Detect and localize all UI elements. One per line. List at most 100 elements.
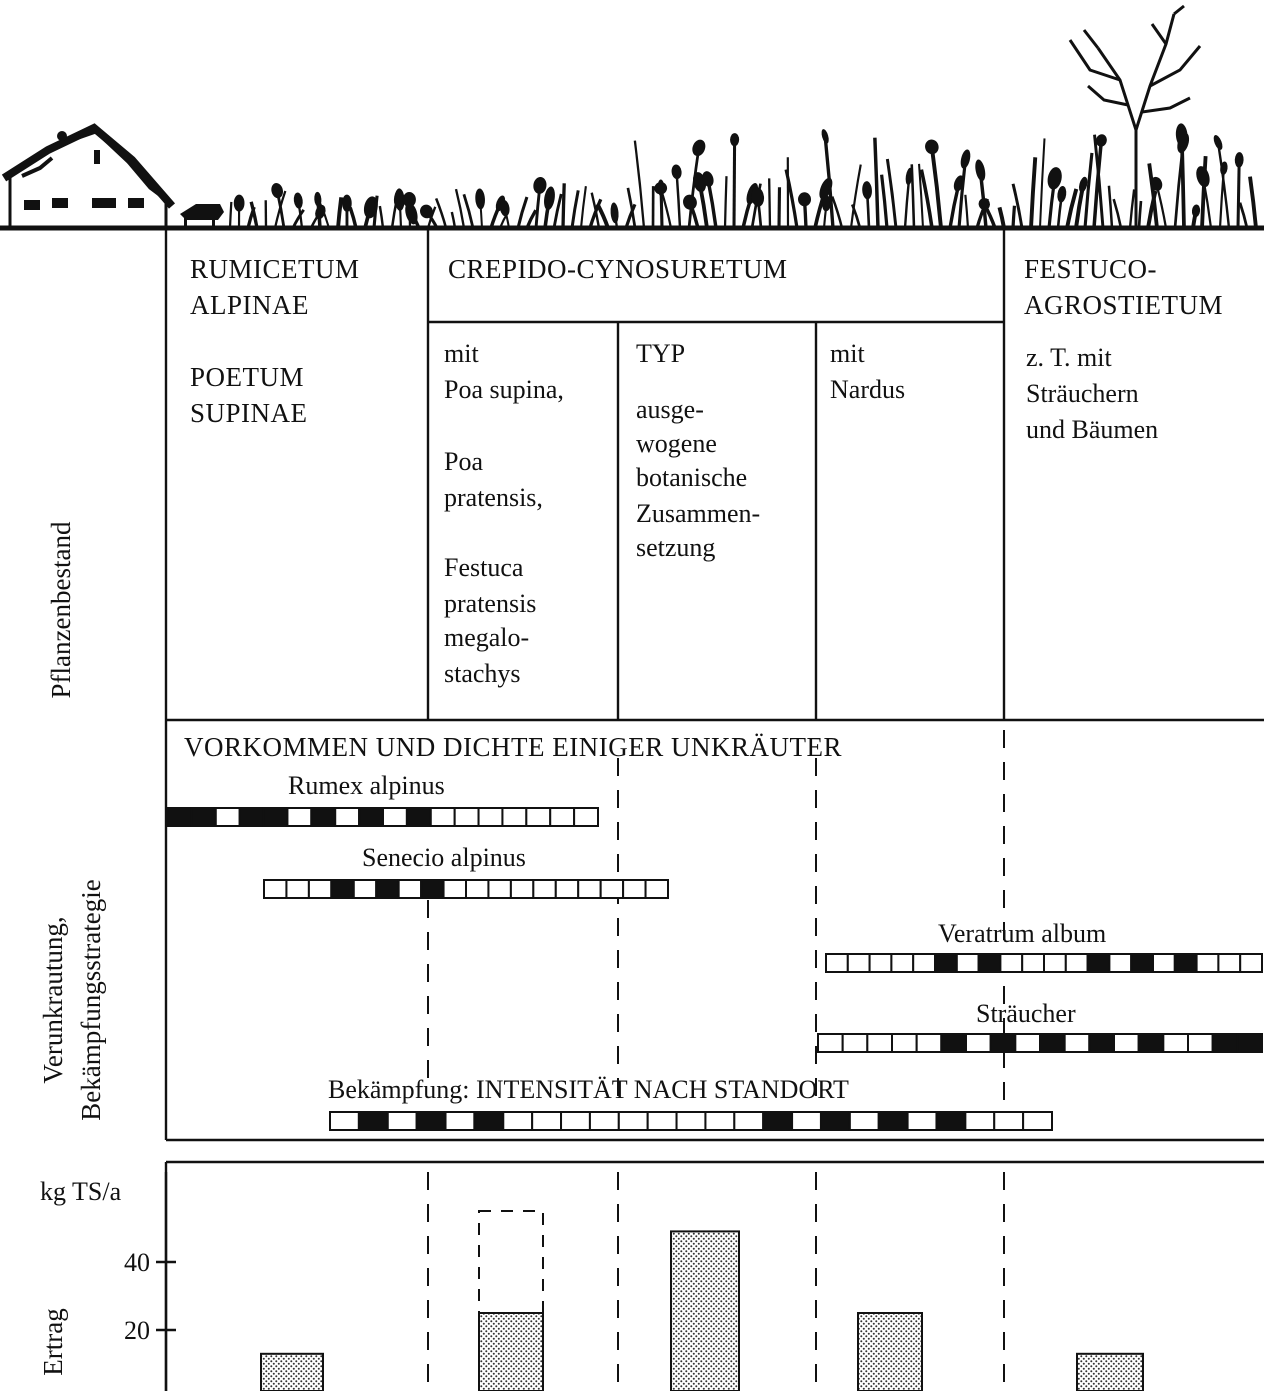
plant-head xyxy=(975,159,986,182)
control-segment xyxy=(993,1111,1025,1131)
plant-stem xyxy=(626,187,637,229)
straeucher-segment xyxy=(1039,1033,1066,1053)
senecio-segment xyxy=(577,879,602,899)
plant-head xyxy=(692,139,706,157)
senecio-segment xyxy=(307,879,333,899)
straeucher-segment xyxy=(1211,1033,1239,1053)
straeucher-segment xyxy=(915,1033,943,1053)
rumex-segment xyxy=(501,807,528,827)
column-festuco: FESTUCO- AGROSTIETUM z. T. mit Sträucher… xyxy=(1024,254,1223,444)
plant-stem xyxy=(768,178,772,229)
veratrum-segment xyxy=(868,953,893,973)
rumex-segment xyxy=(286,807,313,827)
veratrum-segment xyxy=(912,953,937,973)
control-segment xyxy=(560,1111,591,1131)
control-segment xyxy=(386,1111,418,1131)
weed-label-straeucher: Sträucher xyxy=(976,999,1076,1028)
straeucher-segment xyxy=(1088,1033,1116,1053)
plant-head xyxy=(925,139,939,155)
control-segment xyxy=(357,1111,389,1131)
typ-line: ausge- xyxy=(636,395,704,424)
plant-stem xyxy=(434,197,448,229)
control-segment xyxy=(762,1111,794,1131)
typ-line: botanische xyxy=(636,463,747,492)
yield-bar xyxy=(478,1312,544,1391)
control-bar xyxy=(329,1111,1053,1131)
straeucher-segment xyxy=(1162,1033,1190,1053)
weed-bar-senecio xyxy=(263,879,669,899)
chalet-icon xyxy=(1,123,176,230)
senecio-segment xyxy=(599,879,625,899)
control-segment xyxy=(791,1111,822,1131)
senecio-segment xyxy=(375,879,400,899)
landscape-illustration xyxy=(0,4,1264,231)
control-segment xyxy=(329,1111,360,1131)
straeucher-segment xyxy=(891,1033,918,1053)
veratrum-segment xyxy=(934,953,958,973)
plant-head xyxy=(1047,167,1062,190)
plant-stem xyxy=(964,194,970,229)
plant-head xyxy=(730,133,740,147)
control-segment xyxy=(588,1111,620,1131)
plant-stem xyxy=(919,169,934,229)
plant-head xyxy=(1213,135,1223,150)
control-segment xyxy=(906,1111,938,1131)
typ-line: setzung xyxy=(636,533,715,562)
rumex-segment xyxy=(190,807,217,827)
plant-head xyxy=(314,191,322,207)
senecio-segment xyxy=(465,879,490,899)
senecio-segment xyxy=(330,879,355,899)
control-segment xyxy=(675,1111,707,1131)
sub-column-typ: TYP ausge- wogene botanische Zusammen- s… xyxy=(636,339,760,562)
rumex-segment xyxy=(477,807,504,827)
plant-head xyxy=(960,149,971,169)
poa-line: megalo- xyxy=(444,623,529,652)
row-label-pflanzenbestand: Pflanzenbestand xyxy=(46,521,76,698)
plant-head xyxy=(1079,176,1088,193)
vegetation-strip xyxy=(228,123,1258,229)
plant-stem xyxy=(228,201,233,229)
plant-stem xyxy=(929,146,943,229)
plant-head xyxy=(1057,186,1067,203)
sub-column-poa: mit Poa supina, Poa pratensis, Festuca p… xyxy=(444,339,564,688)
festuco-title-1: FESTUCO- xyxy=(1024,254,1157,284)
senecio-segment xyxy=(352,879,378,899)
plant-stem xyxy=(849,164,862,229)
veratrum-segment xyxy=(846,953,871,973)
control-segment xyxy=(704,1111,736,1131)
control-label: Bekämpfung: INTENSITÄT NACH STANDORT xyxy=(328,1075,849,1104)
straeucher-segment xyxy=(841,1033,869,1053)
veratrum-segment xyxy=(1152,953,1176,973)
plant-stem xyxy=(880,174,889,229)
plant-stem xyxy=(831,196,844,229)
weed-label-senecio: Senecio alpinus xyxy=(362,843,526,872)
senecio-segment xyxy=(263,879,288,899)
control-segment xyxy=(964,1111,996,1131)
rumex-segment xyxy=(549,807,576,827)
weed-label-veratrum: Veratrum album xyxy=(938,919,1106,948)
poetum-title-1: POETUM xyxy=(190,362,304,392)
festuco-body: und Bäumen xyxy=(1026,415,1158,444)
plant-head xyxy=(233,194,245,212)
senecio-segment xyxy=(397,879,423,899)
tree-icon xyxy=(1068,4,1202,228)
festuco-body: z. T. mit xyxy=(1026,343,1112,372)
rumex-segment xyxy=(310,807,337,827)
plant-head xyxy=(394,188,405,211)
control-segment xyxy=(444,1111,476,1131)
veratrum-segment xyxy=(999,953,1024,973)
plant-stem xyxy=(1137,200,1143,229)
plant-stem xyxy=(784,169,799,229)
control-segment xyxy=(819,1111,851,1131)
veratrum-segment xyxy=(1086,953,1111,973)
poa-line: pratensis, xyxy=(444,483,543,512)
veratrum-segment xyxy=(1173,953,1198,973)
plant-stem xyxy=(1083,152,1094,229)
yield-bar xyxy=(260,1352,324,1391)
poa-line: Festuca xyxy=(444,553,524,582)
festuco-title-2: AGROSTIETUM xyxy=(1024,290,1223,320)
plant-head xyxy=(751,187,765,207)
plant-stem xyxy=(336,197,344,229)
